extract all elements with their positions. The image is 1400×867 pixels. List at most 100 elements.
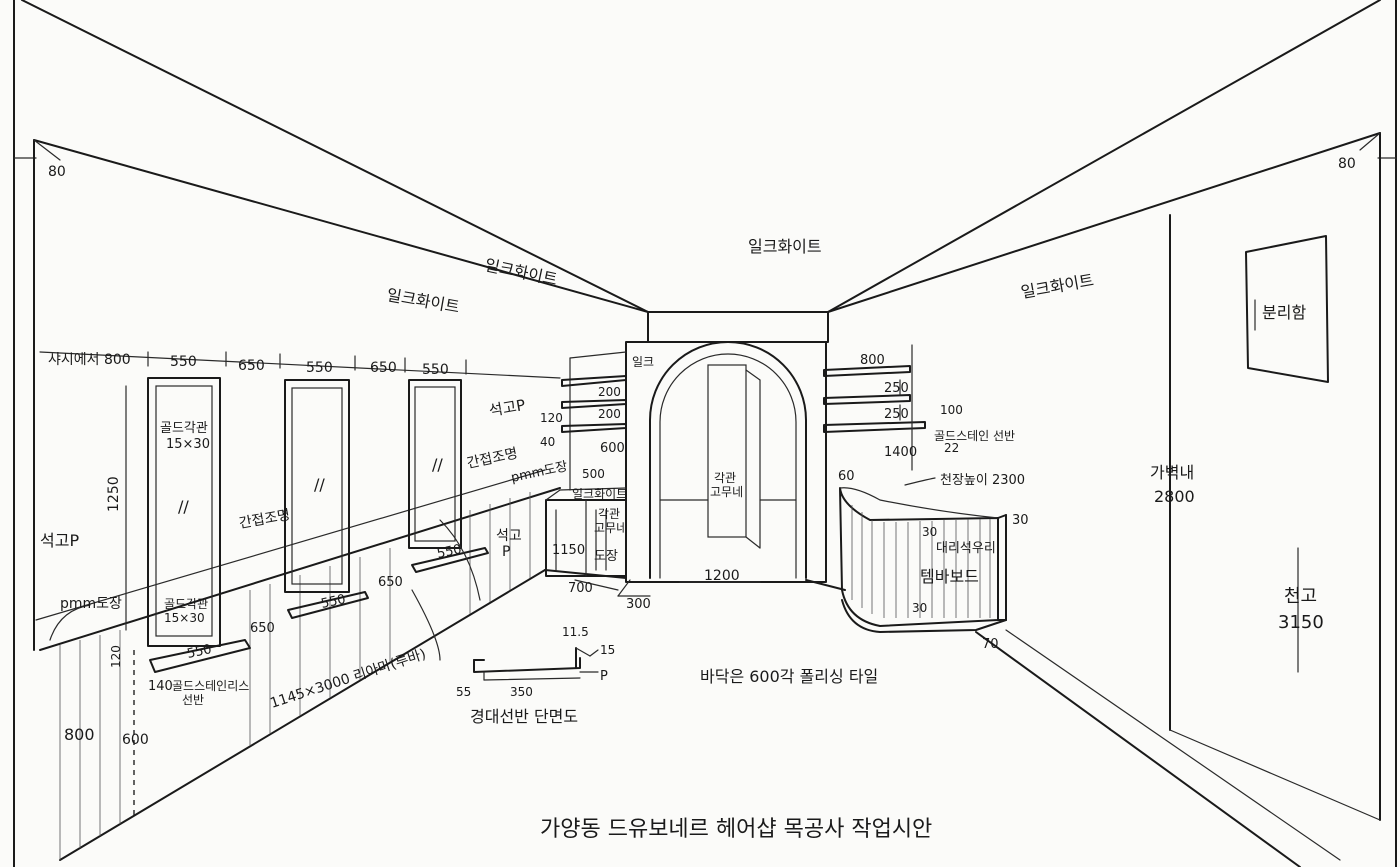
- sheet-border: [13, 0, 1397, 867]
- right-shelf-dim-800: 800: [860, 353, 885, 368]
- right-shelf-dim-250a: 250: [884, 381, 909, 396]
- dim-600: 600: [122, 732, 149, 748]
- left-wall: [35, 351, 561, 861]
- height-label-line2: 3150: [1278, 612, 1324, 633]
- mirror-note-top-line2: 15×30: [166, 437, 210, 452]
- right-shelf-dim-250b: 250: [884, 407, 909, 422]
- back-dim-40: 40: [540, 435, 555, 449]
- seoglp-3-line1: 석고: [496, 528, 522, 544]
- counter-label-main: 템바보드: [920, 567, 979, 586]
- mirror-mark-1: //: [178, 497, 189, 516]
- cabinet-inner-line2: 고무네: [594, 521, 627, 535]
- shelf-dim-2: 550: [320, 592, 347, 612]
- shelf-note: 골드스테인 선반 22: [934, 429, 1019, 455]
- right-shelves: [823, 344, 936, 486]
- shelf-dim-1: 550: [186, 642, 213, 662]
- sheet-title: 가양동 드유보네르 헤어샵 목공사 작업시안: [540, 817, 932, 842]
- mirror-note-top-line1: 골드각관: [160, 421, 208, 436]
- seoglp-2: 석고P: [488, 396, 527, 420]
- back-dim-1200: 1200: [704, 568, 740, 584]
- mirror-note-bottom: 골드각관 15×30: [164, 597, 212, 625]
- mirror-note-top: 골드각관 15×30: [160, 421, 212, 452]
- back-dim-1400: 1400: [884, 445, 917, 460]
- gold-shelf-note: 골드스테인리스 선반: [172, 679, 253, 707]
- pmm-right: pmm도장: [510, 459, 569, 486]
- mirror-3: [408, 379, 462, 549]
- mirror-shelves: [149, 547, 489, 673]
- counter-dim-30b: 30: [922, 525, 937, 539]
- counter-label-top: 대리석우리: [936, 541, 996, 556]
- dim-top-3: 550: [306, 360, 333, 376]
- gold-shelf-line2: 선반: [182, 693, 204, 707]
- floor-note: 바닥은 600각 폴리싱 타일: [700, 667, 878, 686]
- back-dim-500: 500: [582, 467, 605, 481]
- wall-label-line2: 2800: [1154, 487, 1195, 506]
- section-dim-5: P: [600, 669, 608, 684]
- mirror-mark-3: //: [432, 455, 443, 474]
- section-dim-4: 350: [510, 685, 533, 699]
- hidden-light-1: 간접조명: [238, 507, 292, 532]
- mirror-mark-2: //: [314, 475, 325, 494]
- back-shelf-dim-1: 200: [598, 385, 621, 399]
- left-shelving: [545, 351, 627, 577]
- mirror-1: [147, 377, 221, 647]
- shelf-note-line2: 22: [944, 441, 959, 455]
- dim-1250: 1250: [106, 476, 122, 512]
- shelf-note-line1: 골드스테인 선반: [934, 429, 1015, 443]
- ceiling-label-right: 일크화이트: [1019, 270, 1095, 301]
- arch-inner: 각관 고무네: [710, 471, 743, 499]
- ceiling-height-note: 천장높이 2300: [940, 473, 1025, 488]
- shelf-section-detail: [473, 647, 599, 681]
- counter-dim-30a: 30: [1012, 513, 1029, 528]
- back-label-ilgu: 일크: [632, 355, 654, 369]
- cabinet-inner: 각관 고무네: [594, 507, 627, 535]
- back-dim-300: 300: [626, 597, 651, 612]
- counter-slats: [851, 505, 991, 618]
- dim-top-2: 650: [238, 358, 265, 374]
- section-title: 경대선반 단면도: [470, 707, 578, 726]
- ceiling-label-left-lower: 일크화이트: [385, 285, 461, 316]
- cabinet-inner-line1: 각관: [598, 507, 620, 521]
- back-dim-120: 120: [540, 411, 563, 425]
- cabinet-mark-2: 도장: [594, 549, 618, 564]
- wainscot-note: 1145×3000 리아마(루바): [268, 646, 428, 712]
- seoglp-left: 석고P: [40, 531, 79, 550]
- floor-right: [975, 214, 1381, 867]
- wall-label-line1: 가벽내: [1150, 463, 1194, 482]
- mirror-note-bottom-line2: 15×30: [164, 611, 205, 625]
- mirror-note-bottom-line1: 골드각관: [164, 597, 208, 611]
- dim-top-4: 650: [370, 360, 397, 376]
- right-wall-frame: [1245, 235, 1329, 673]
- wall-label: 가벽내 2800: [1150, 463, 1199, 506]
- section-dim-3: 55: [456, 685, 471, 699]
- frame-label: 분리함: [1262, 303, 1306, 322]
- dim-140: 140: [148, 679, 173, 694]
- back-shelf-dim-2: 200: [598, 407, 621, 421]
- height-label-line1: 천고: [1284, 586, 1317, 607]
- dim-650-b: 650: [250, 621, 275, 636]
- wainscot-boards: [59, 492, 531, 860]
- right-shelf-dim-100: 100: [940, 403, 963, 417]
- dim-top-0: 샤시에서 800: [48, 352, 131, 368]
- dim-top-1: 550: [170, 354, 197, 370]
- pmm-left: pmm도장: [60, 596, 122, 612]
- gold-shelf-line1: 골드스테인리스: [172, 679, 249, 693]
- ceiling-label-center: 일크화이트: [748, 237, 822, 256]
- dim-top-5: 550: [422, 362, 449, 378]
- ceiling-label-left-upper: 일크화이트: [483, 255, 559, 289]
- arch-inner-line2: 고무네: [710, 485, 743, 499]
- ceiling: [21, 0, 1381, 821]
- cabinet-label: 일크화이트: [572, 487, 627, 501]
- section-dim-2: 15: [600, 643, 615, 657]
- counter-dim-70: 70: [982, 637, 999, 652]
- dim-120: 120: [109, 645, 123, 668]
- arch-inner-line1: 각관: [714, 471, 736, 485]
- dim-650-a: 650: [378, 575, 403, 590]
- height-label: 천고 3150: [1278, 586, 1324, 633]
- cabinet-mark-1: 1150: [552, 543, 585, 558]
- counter-dim-60: 60: [838, 469, 855, 484]
- seoglp-3-line2: P: [502, 544, 510, 560]
- corner-dim-right: 80: [1338, 156, 1356, 172]
